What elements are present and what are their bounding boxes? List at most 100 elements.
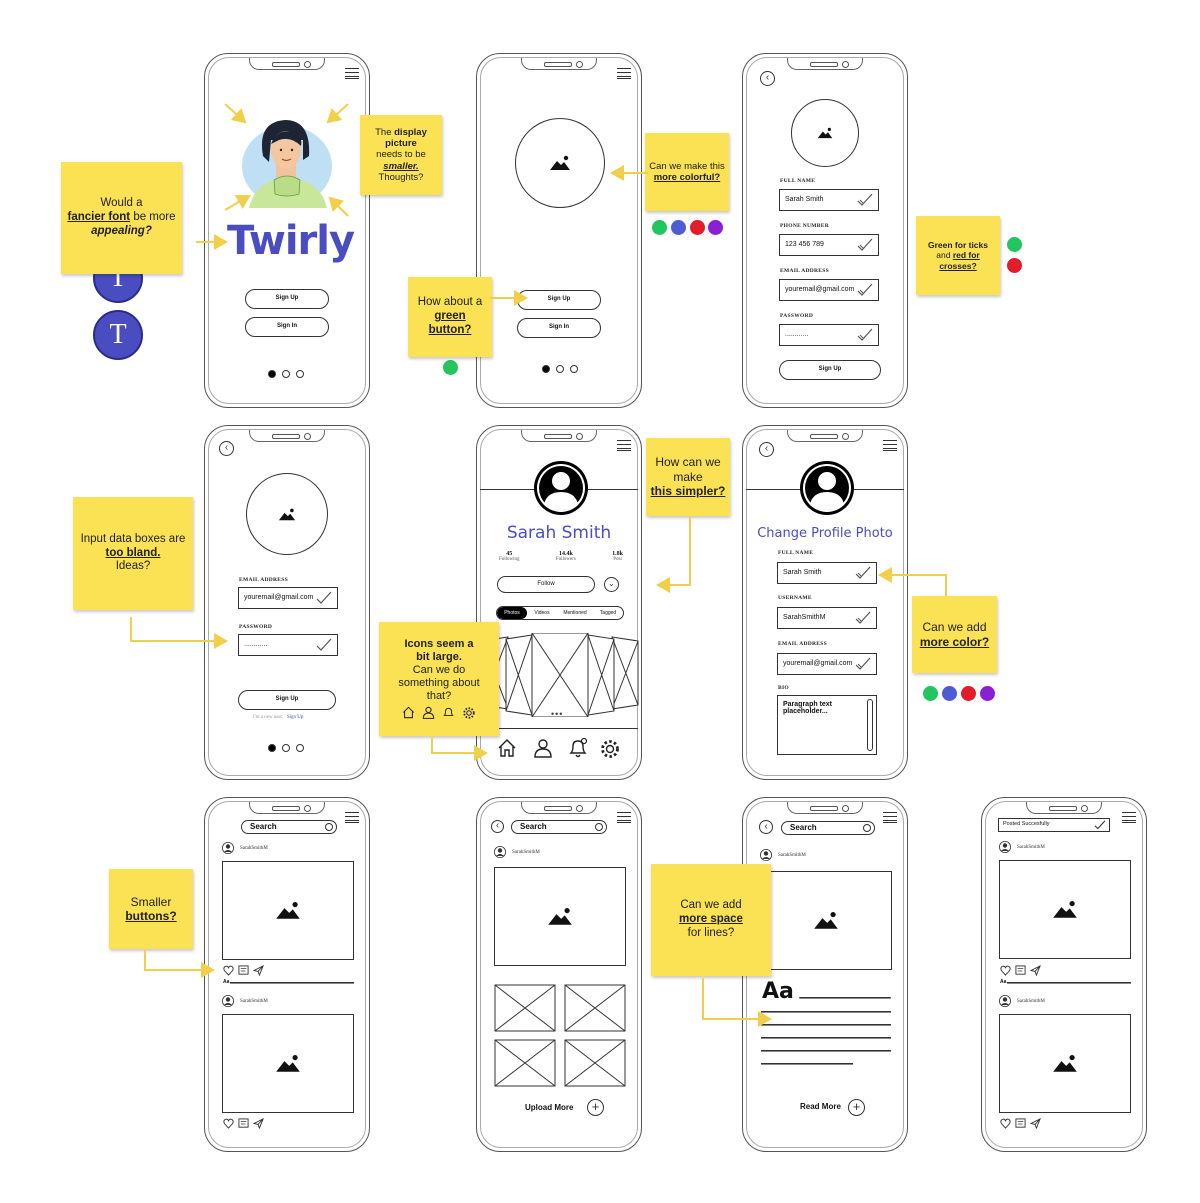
- user-avatar-icon: [800, 461, 854, 515]
- settings-gear-icon[interactable]: [599, 738, 621, 760]
- hamburger-menu-icon[interactable]: [1122, 812, 1136, 823]
- more-dots-icon[interactable]: •••: [551, 709, 564, 719]
- bio-scrollbar[interactable]: [867, 699, 873, 751]
- hamburger-menu-icon[interactable]: [617, 440, 631, 451]
- comment-icon[interactable]: [238, 1118, 249, 1129]
- image-icon: [550, 155, 570, 170]
- send-icon[interactable]: [1030, 965, 1041, 976]
- check-icon: [1094, 820, 1106, 830]
- hamburger-menu-icon[interactable]: [617, 68, 631, 79]
- back-arrow-icon[interactable]: ‹: [759, 820, 773, 834]
- photo-grid: [494, 984, 626, 1087]
- home-icon[interactable]: [497, 738, 517, 758]
- hamburger-menu-icon[interactable]: [883, 440, 897, 451]
- tab-videos[interactable]: Videos: [534, 610, 550, 616]
- password-field[interactable]: ............: [779, 324, 879, 346]
- password-field[interactable]: ............: [238, 634, 338, 656]
- read-more-label[interactable]: Read More: [800, 1102, 841, 1111]
- sign-up-button[interactable]: Sign Up: [517, 290, 601, 310]
- image-icon: [1053, 900, 1077, 918]
- username-field[interactable]: SarahSmithM: [777, 607, 877, 629]
- bio-textarea[interactable]: Paragraph text placeholder...: [777, 695, 877, 755]
- send-icon[interactable]: [253, 1118, 264, 1129]
- search-input[interactable]: Search: [241, 820, 337, 834]
- tab-tagged[interactable]: Tagged: [599, 610, 617, 616]
- font-option-tile[interactable]: T: [93, 310, 143, 360]
- color-swatch-blue[interactable]: [671, 220, 686, 235]
- hamburger-menu-icon[interactable]: [883, 812, 897, 823]
- password-value: ............: [785, 331, 809, 338]
- note-emphasis: red for crosses?: [939, 250, 980, 271]
- phone-notch: [787, 802, 863, 814]
- check-icon: [857, 283, 873, 296]
- sign-up-button[interactable]: Sign Up: [245, 289, 329, 309]
- tab-mentioned[interactable]: Mentioned: [563, 610, 587, 616]
- comment-icon[interactable]: [1015, 965, 1026, 976]
- check-icon: [316, 591, 332, 604]
- change-profile-photo-title[interactable]: Change Profile Photo: [757, 526, 893, 541]
- follow-button[interactable]: Follow: [497, 576, 595, 593]
- avatar-illustration: [242, 120, 332, 208]
- posted-text: Posted Succesfully: [1003, 821, 1050, 827]
- user-icon: [422, 707, 435, 720]
- color-swatch-green[interactable]: [443, 360, 458, 375]
- email-field[interactable]: youremail@gmail.com: [779, 279, 879, 301]
- email-field[interactable]: youremail@gmail.com: [777, 653, 877, 675]
- hamburger-menu-icon[interactable]: [345, 812, 359, 823]
- add-plus-icon[interactable]: +: [848, 1099, 865, 1116]
- stat-value: 14.4k: [558, 551, 573, 557]
- posted-success-banner: Posted Succesfully: [998, 818, 1110, 832]
- bell-icon: [443, 708, 454, 717]
- color-swatch-purple[interactable]: [980, 686, 995, 701]
- color-swatch-purple[interactable]: [708, 220, 723, 235]
- back-arrow-icon[interactable]: ‹: [491, 820, 504, 833]
- comment-icon[interactable]: [238, 965, 249, 976]
- back-arrow-icon[interactable]: ‹: [219, 441, 234, 456]
- stat-value: 45: [506, 551, 513, 557]
- comment-icon[interactable]: [1015, 1118, 1026, 1129]
- note-emphasis: fancier font: [67, 211, 131, 224]
- send-icon[interactable]: [1030, 1118, 1041, 1129]
- color-swatch-red[interactable]: [961, 686, 976, 701]
- heart-icon[interactable]: [1000, 1118, 1011, 1129]
- full-name-field[interactable]: Sarah Smith: [777, 562, 877, 584]
- sign-up-button[interactable]: Sign Up: [779, 360, 881, 380]
- chevron-down-icon[interactable]: ⌄: [604, 577, 619, 592]
- color-swatch-red[interactable]: [690, 220, 705, 235]
- color-swatch-red[interactable]: [1007, 258, 1022, 273]
- image-icon: [1053, 1054, 1077, 1072]
- bell-icon[interactable]: [567, 737, 589, 759]
- heart-icon[interactable]: [223, 1118, 234, 1129]
- add-plus-icon[interactable]: +: [587, 1099, 604, 1116]
- full-name-field[interactable]: Sarah Smith: [779, 189, 879, 211]
- tab-photos[interactable]: Photos: [497, 607, 527, 619]
- sign-up-link[interactable]: Sign Up: [286, 715, 304, 720]
- color-swatch-green[interactable]: [923, 686, 938, 701]
- note-emphasis: smaller.: [383, 160, 419, 172]
- color-swatch-blue[interactable]: [942, 686, 957, 701]
- note-part: Would a: [100, 197, 143, 210]
- sign-up-button[interactable]: Sign Up: [238, 690, 336, 710]
- hamburger-menu-icon[interactable]: [617, 812, 631, 823]
- heart-icon[interactable]: [1000, 965, 1011, 976]
- sign-in-button[interactable]: Sign In: [245, 317, 329, 337]
- back-arrow-icon[interactable]: ‹: [760, 71, 775, 86]
- heart-icon[interactable]: [223, 965, 234, 976]
- phone-number-field[interactable]: 123 456 789: [779, 234, 879, 256]
- email-field[interactable]: youremail@gmail.com: [238, 587, 338, 609]
- hamburger-menu-icon[interactable]: [345, 68, 359, 79]
- search-input[interactable]: Search: [781, 821, 875, 835]
- color-swatch-green[interactable]: [652, 220, 667, 235]
- phone-number-value: 123 456 789: [785, 241, 824, 248]
- sign-in-button[interactable]: Sign In: [517, 318, 601, 338]
- check-icon: [855, 566, 871, 579]
- search-input[interactable]: Search: [511, 820, 607, 834]
- user-icon[interactable]: [533, 738, 553, 758]
- color-swatch-green[interactable]: [1007, 237, 1022, 252]
- note-part: Input data boxes are: [80, 532, 186, 545]
- check-icon: [855, 657, 871, 670]
- send-icon[interactable]: [253, 965, 264, 976]
- back-arrow-icon[interactable]: ‹: [759, 442, 774, 457]
